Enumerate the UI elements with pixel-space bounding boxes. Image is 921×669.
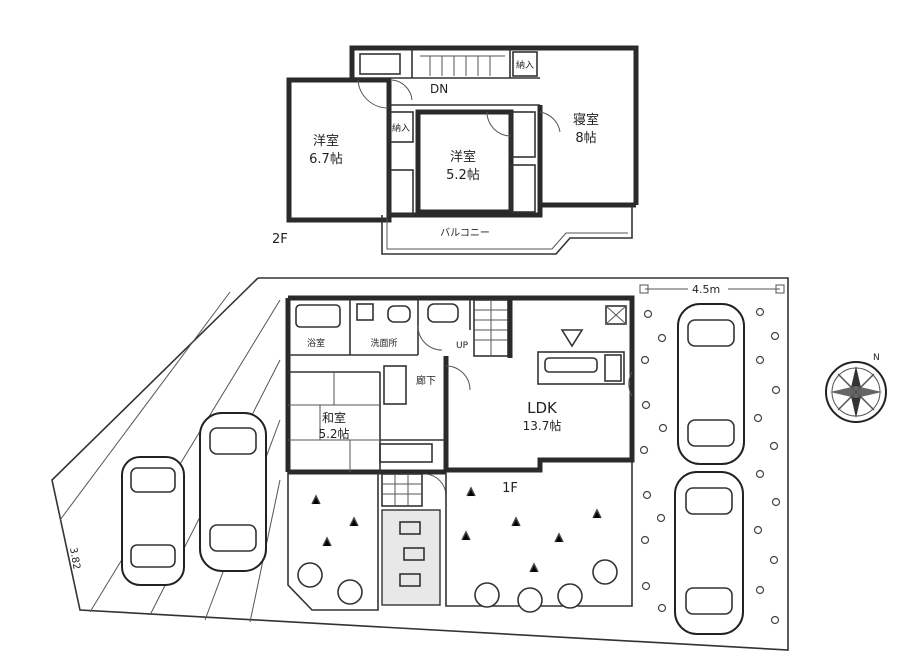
washer-icon xyxy=(356,303,374,321)
hall-dn-label: DN xyxy=(430,82,448,96)
shrub-icon xyxy=(311,486,602,573)
car-icon xyxy=(199,412,267,572)
room-western-center-outline xyxy=(415,109,514,215)
balcony-label: バルコニー xyxy=(440,227,490,239)
storage-label-2f-a: 納入 xyxy=(392,122,410,134)
kitchen-counter xyxy=(537,351,625,385)
floor-2f xyxy=(286,45,639,255)
bath-label: 浴室 xyxy=(307,337,325,349)
tatami-pattern xyxy=(288,372,380,472)
room-japanese-name: 和室 xyxy=(322,410,346,425)
approach-path xyxy=(381,509,441,606)
gravel-pattern xyxy=(639,307,781,625)
hall-label: 廊下 xyxy=(416,374,436,387)
stove-icon xyxy=(604,354,622,382)
room-western-left-name: 洋室 xyxy=(313,133,339,149)
compass-north-label: N xyxy=(873,353,880,363)
fridge-icon xyxy=(560,329,584,348)
room-western-left-size: 6.7帖 xyxy=(309,152,343,167)
room-ldk-name: LDK xyxy=(527,399,558,417)
room-bedroom-size: 8帖 xyxy=(575,131,596,146)
dimension-left: 3.82 xyxy=(67,547,82,571)
room-bedroom-name: 寝室 xyxy=(573,112,599,128)
balcony-outline xyxy=(381,205,633,255)
garden-left xyxy=(287,472,379,611)
stairs-up-label: UP xyxy=(456,341,469,351)
kitchen-sink-icon xyxy=(544,357,598,373)
stairs-2f xyxy=(420,55,505,76)
storage-label-2f-b: 納入 xyxy=(516,59,534,71)
dimension-top: 4.5m xyxy=(692,283,720,296)
car-icon xyxy=(674,471,744,635)
toilet-2f-icon xyxy=(359,53,401,75)
toilet-1f-icon xyxy=(427,303,459,323)
floor-1f xyxy=(285,295,635,507)
floor-1f-label: 1F xyxy=(502,481,518,496)
room-western-center-size: 5.2帖 xyxy=(446,168,480,183)
stairs-1f xyxy=(473,299,509,357)
site-boundary xyxy=(51,277,789,651)
entrance-floor xyxy=(381,473,423,507)
room-japanese-size: 5.2帖 xyxy=(318,426,349,441)
washroom-label: 洗面所 xyxy=(370,337,397,349)
room-western-center-name: 洋室 xyxy=(450,149,476,165)
car-icon xyxy=(677,303,745,465)
car-icon xyxy=(121,456,185,586)
tree-icon xyxy=(297,559,618,613)
room-western-left-outline xyxy=(286,77,392,223)
entrance-step xyxy=(379,443,433,463)
compass-icon: N xyxy=(825,353,887,423)
bathtub-icon xyxy=(295,304,341,328)
room-ldk-size: 13.7帖 xyxy=(523,418,562,433)
floor-2f-label: 2F xyxy=(272,232,288,247)
sink-icon xyxy=(387,305,411,323)
